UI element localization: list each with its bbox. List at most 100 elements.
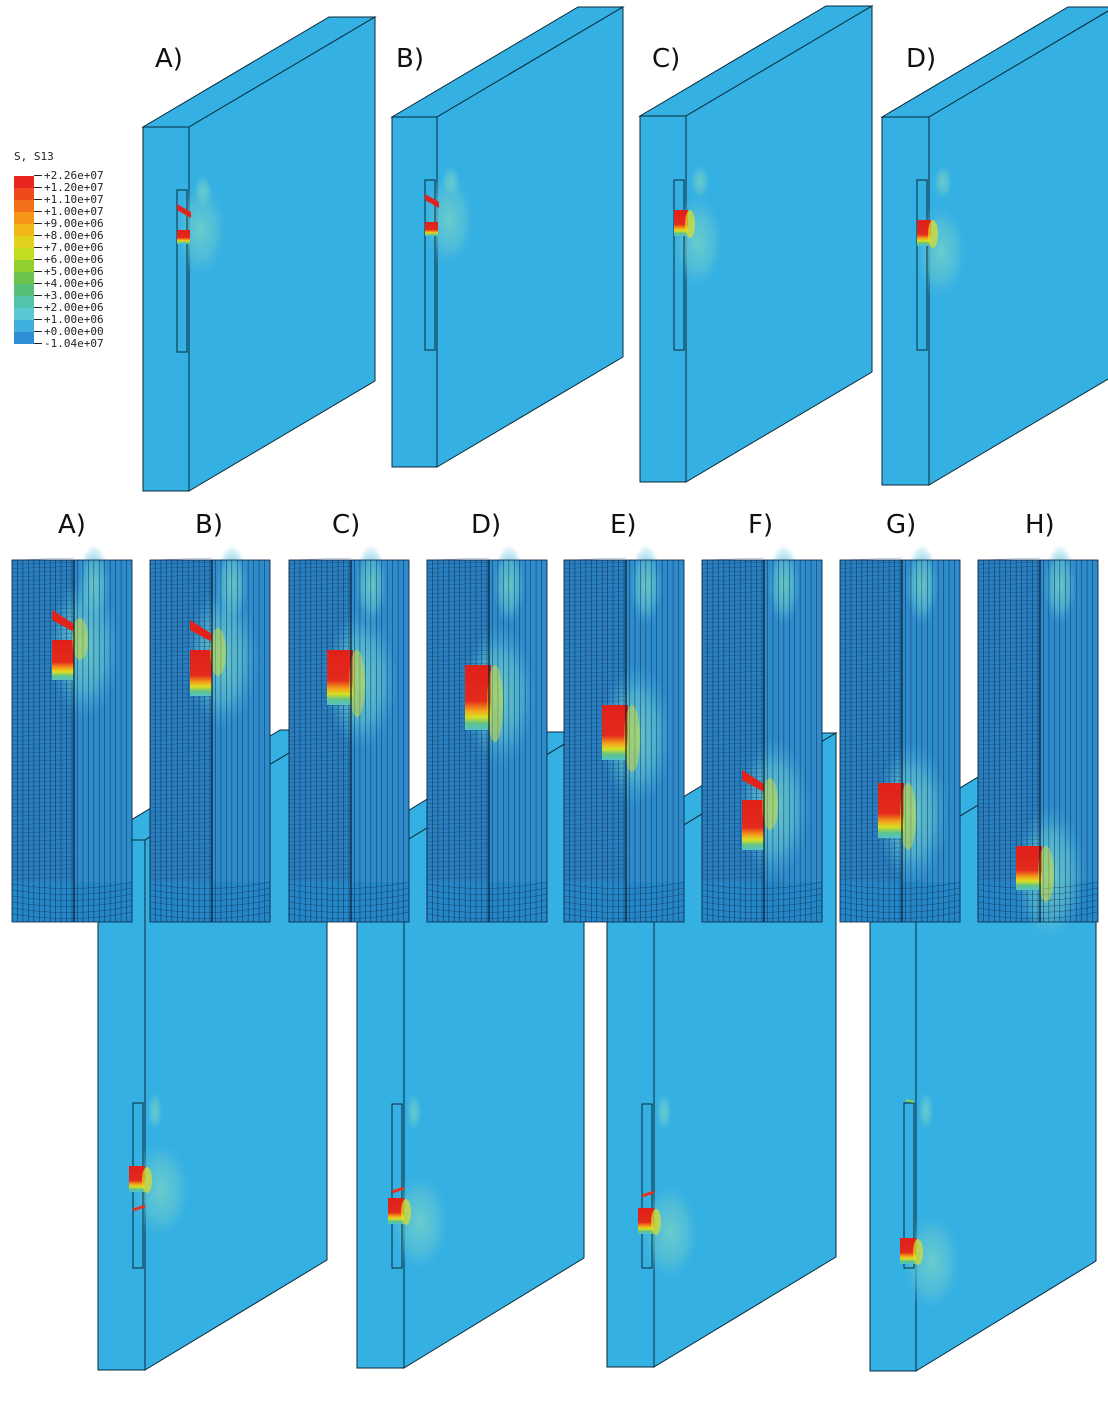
mesh-line: [563, 604, 627, 607]
mesh-line: [977, 633, 1041, 636]
mesh-line: [839, 899, 961, 907]
mesh-line: [288, 730, 352, 733]
stress-hotspot: [190, 620, 212, 642]
mesh-line: [288, 633, 352, 636]
mesh-line: [701, 604, 765, 607]
mesh-line: [977, 725, 1041, 729]
mesh-line: [426, 759, 490, 762]
mesh-line: [839, 893, 961, 901]
mesh-line: [11, 734, 75, 737]
legend-tick: [34, 223, 42, 224]
mesh-line: [701, 793, 765, 796]
mesh-line: [426, 566, 490, 569]
mesh-line: [977, 751, 1041, 754]
mesh-line: [426, 587, 490, 590]
mesh-line: [563, 893, 685, 901]
mesh-line: [977, 814, 1041, 817]
mesh-line: [288, 805, 352, 808]
mesh-line: [288, 809, 352, 813]
mesh-line: [839, 637, 903, 640]
mesh-line: [11, 683, 75, 687]
mesh-line: [11, 872, 75, 876]
mesh-line: [149, 772, 213, 775]
stress-hotspot: [190, 650, 212, 696]
mesh-line: [701, 667, 765, 670]
mesh-line: [149, 570, 213, 573]
mesh-frame: [149, 559, 271, 923]
mesh-line: [149, 562, 213, 565]
mesh-line: [426, 818, 490, 821]
mesh-line: [839, 755, 903, 758]
mesh-line: [701, 625, 765, 628]
mesh-line: [839, 905, 961, 913]
mesh-line: [426, 839, 490, 842]
mesh-line: [288, 738, 352, 741]
mesh-line: [977, 780, 1041, 783]
mesh-line: [426, 872, 490, 876]
mesh-line: [563, 671, 627, 674]
legend-value: +0.00e+00: [44, 325, 104, 338]
mesh-line: [839, 772, 903, 775]
mesh-line: [701, 755, 765, 758]
mesh-line: [426, 911, 548, 919]
legend-value: +6.00e+06: [44, 253, 104, 266]
mesh-line: [977, 612, 1041, 615]
slot-outline: [176, 189, 188, 353]
mesh-line: [149, 641, 213, 645]
mesh-line: [839, 662, 903, 666]
mesh-line: [563, 814, 627, 817]
mesh-line: [701, 650, 765, 653]
mesh-line: [149, 809, 213, 813]
stress-streak: [641, 1190, 655, 1198]
mesh-line: [563, 793, 627, 796]
mesh-line: [839, 599, 903, 603]
mesh-line: [288, 574, 352, 577]
mesh-line: [426, 822, 490, 825]
mesh-line: [977, 797, 1041, 800]
mesh-closeup: [288, 545, 410, 923]
mesh-line: [977, 899, 1099, 907]
mesh-line: [149, 835, 213, 838]
mesh-line: [701, 683, 765, 687]
mesh-line: [11, 730, 75, 733]
mesh-line: [701, 654, 765, 657]
mesh-line: [288, 625, 352, 628]
legend-swatch: [14, 332, 34, 344]
mesh-line: [977, 713, 1041, 716]
mesh-line: [11, 881, 133, 889]
mesh-line: [839, 692, 903, 695]
mesh-line: [977, 583, 1041, 586]
legend-row: +2.26e+07: [14, 169, 154, 188]
mesh-line: [701, 864, 765, 867]
mesh-line: [839, 574, 903, 577]
stress-halo: [441, 164, 461, 200]
top-specimen: [880, 6, 1108, 486]
mesh-line: [977, 688, 1041, 691]
stress-hotspot: [465, 665, 491, 730]
mesh-line: [426, 784, 490, 787]
mesh-line: [11, 767, 75, 771]
stress-hotspot: [425, 222, 438, 236]
mesh-line: [288, 721, 352, 724]
mesh-line: [977, 801, 1041, 804]
mesh-line: [563, 847, 627, 850]
mesh-line: [839, 570, 903, 573]
mesh-line: [11, 877, 75, 880]
mesh-line: [288, 742, 352, 745]
mesh-line: [288, 587, 352, 590]
mesh-line: [563, 818, 627, 821]
mesh-line: [977, 738, 1041, 741]
mesh-line: [977, 599, 1041, 603]
legend-value: +3.00e+06: [44, 289, 104, 302]
mesh-line: [839, 604, 903, 607]
mid-label-g: G): [886, 510, 917, 540]
mesh-line: [149, 616, 213, 619]
mesh-line: [977, 746, 1041, 750]
mesh-line: [839, 767, 903, 771]
mesh-line: [977, 646, 1041, 649]
mesh-line: [563, 843, 627, 846]
mesh-line: [149, 734, 213, 737]
mesh-line: [288, 595, 352, 598]
mesh-line: [563, 667, 627, 670]
legend-value: +2.26e+07: [44, 169, 104, 182]
